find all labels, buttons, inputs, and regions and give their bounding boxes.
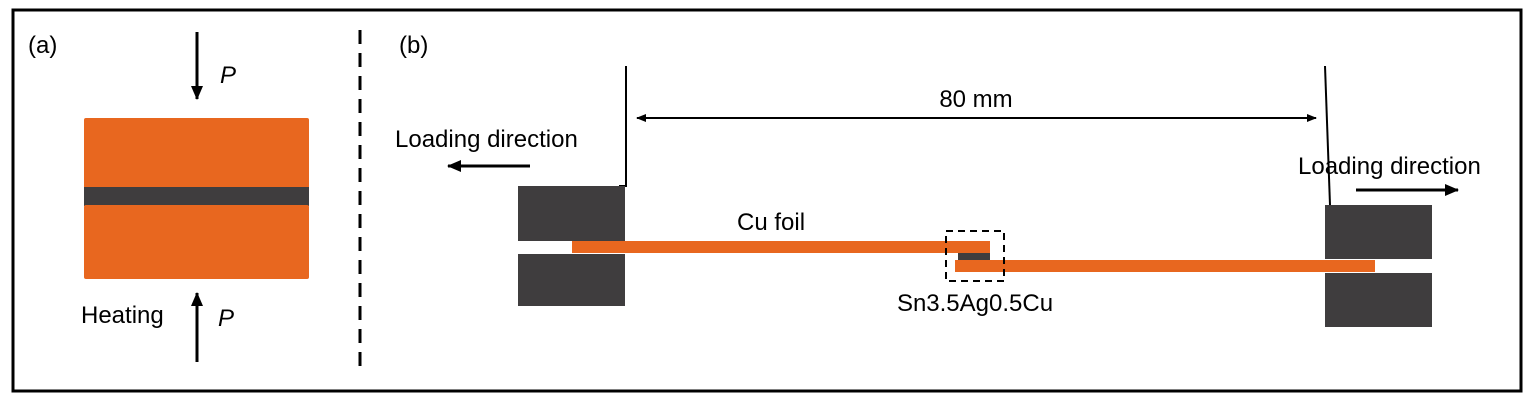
right-grip-upper	[1325, 205, 1432, 259]
panel-b: (b) 80 mm Loading direction Loading dire…	[395, 32, 1481, 327]
left-grip-lower	[518, 254, 625, 306]
copper-block-bottom	[84, 205, 309, 279]
solder-alloy-label: Sn3.5Ag0.5Cu	[897, 290, 1053, 317]
solder-joint-highlight	[945, 230, 1005, 282]
loading-direction-right-label: Loading direction	[1298, 153, 1481, 180]
span-dimension-label: 80 mm	[939, 86, 1012, 113]
left-grip-reference-line	[619, 66, 627, 187]
heating-label: Heating	[81, 302, 164, 329]
panel-a: (a) P Heating P	[28, 32, 309, 362]
panel-b-label: (b)	[399, 32, 428, 59]
cu-foil-label: Cu foil	[737, 209, 805, 236]
loading-direction-left-label: Loading direction	[395, 126, 578, 153]
solder-layer	[84, 187, 309, 206]
cu-foil-left	[572, 241, 990, 253]
panel-a-label: (a)	[28, 32, 57, 59]
copper-block-top	[84, 118, 309, 189]
left-grip-upper	[518, 186, 625, 241]
solder-joint	[958, 253, 990, 260]
right-grip-lower	[1325, 273, 1432, 327]
pressure-label-bottom: P	[218, 305, 234, 332]
figure-frame	[11, 8, 1523, 393]
right-grip-reference-line	[1324, 65, 1331, 206]
cu-foil-right	[955, 260, 1375, 272]
pressure-label-top: P	[220, 62, 236, 89]
